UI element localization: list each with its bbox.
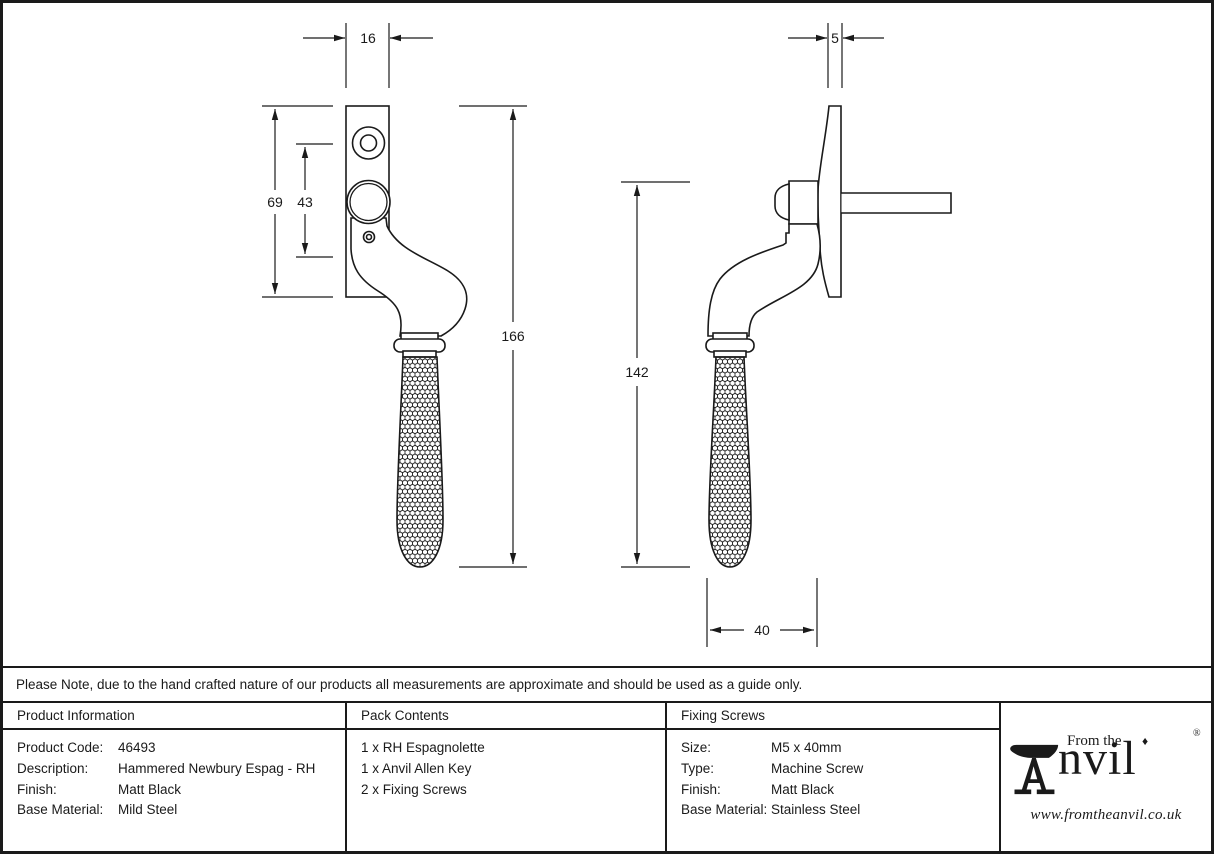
row-label: Base Material: xyxy=(17,802,104,818)
fixing-screws-body: Size: M5 x 40mm Type: Machine Screw Fini… xyxy=(667,730,999,851)
table-row: Finish: Matt Black xyxy=(681,780,993,801)
dimension-plate-height: 69 xyxy=(262,105,333,298)
technical-drawing: 16 69 43 166 xyxy=(3,3,1211,666)
dim-label-plate-thickness: 5 xyxy=(831,30,839,46)
logo-prefix: From the xyxy=(1067,733,1122,749)
list-item: 1 x Anvil Allen Key xyxy=(361,760,472,776)
front-screw-hole-inner xyxy=(365,233,373,241)
dim-label-side-height: 142 xyxy=(625,364,649,380)
registered-mark: ® xyxy=(1193,728,1201,739)
dimension-plate-thickness: 5 xyxy=(788,23,884,88)
row-value: M5 x 40mm xyxy=(771,740,842,755)
diamond-icon: ♦ xyxy=(1142,734,1149,748)
table-row: Product Code: 46493 xyxy=(17,738,339,759)
row-value: Hammered Newbury Espag - RH xyxy=(118,760,316,776)
front-view xyxy=(345,105,468,568)
side-collar-mid xyxy=(705,338,755,353)
fixing-screws-header: Fixing Screws xyxy=(667,703,999,730)
row-label: Finish: xyxy=(681,781,721,797)
front-top-hole-inner xyxy=(359,134,378,152)
pack-contents-body: 1 x RH Espagnolette 1 x Anvil Allen Key … xyxy=(347,730,665,851)
disclaimer-row: Please Note, due to the hand crafted nat… xyxy=(3,666,1211,703)
table-row: Size: M5 x 40mm xyxy=(681,738,993,759)
spindle-fill xyxy=(841,193,952,213)
info-table: Product Information Product Code: 46493 … xyxy=(3,703,1211,851)
table-row: Base Material: Stainless Steel xyxy=(681,800,993,821)
front-hammered-grip xyxy=(396,356,444,568)
from-the-anvil-logo: From the ♦ nvil ® www.fromtheanvil.co.uk xyxy=(1006,721,1206,833)
side-handle-arm xyxy=(707,223,821,337)
fixing-screws-column: Fixing Screws Size: M5 x 40mm Type: Mach… xyxy=(665,703,999,851)
row-label: Type: xyxy=(681,760,715,776)
dim-label-front-width: 16 xyxy=(360,30,376,46)
table-row: Type: Machine Screw xyxy=(681,759,993,780)
side-knob-cap xyxy=(774,183,790,221)
row-value: Stainless Steel xyxy=(771,802,861,818)
front-collar-neck xyxy=(402,350,437,358)
dim-label-total-height: 166 xyxy=(501,328,525,344)
dimension-depth: 40 xyxy=(706,578,818,647)
product-information-header: Product Information xyxy=(3,703,345,730)
spindle xyxy=(841,192,952,214)
side-hammered-grip xyxy=(708,356,752,568)
product-information-body: Product Code: 46493 Description: Hammere… xyxy=(3,730,345,851)
disclaimer-text: Please Note, due to the hand crafted nat… xyxy=(16,677,803,692)
dimension-total-height: 166 xyxy=(459,105,527,568)
row-label: Size: xyxy=(681,740,712,755)
front-knob xyxy=(346,179,391,225)
dim-label-depth: 40 xyxy=(754,622,770,638)
brand-logo-cell: From the ♦ nvil ® www.fromtheanvil.co.uk xyxy=(999,703,1211,851)
side-view xyxy=(705,105,952,568)
espagnolette-drawing-svg: 16 69 43 166 xyxy=(262,23,952,647)
row-value: 46493 xyxy=(118,740,156,755)
list-item: 2 x Fixing Screws xyxy=(361,781,467,797)
table-row: Finish: Matt Black xyxy=(17,780,339,801)
dimension-hole-spacing: 43 xyxy=(296,143,333,258)
dimension-side-height: 142 xyxy=(621,181,690,568)
dim-label-hole-spacing: 43 xyxy=(297,194,313,210)
logo-brand-text: nvil xyxy=(1058,732,1137,785)
row-label: Product Code: xyxy=(17,740,104,755)
dim-label-plate-height: 69 xyxy=(267,194,283,210)
pack-contents-column: Pack Contents 1 x RH Espagnolette 1 x An… xyxy=(345,703,665,851)
side-knob xyxy=(788,180,819,225)
side-backplate xyxy=(816,105,842,298)
front-knob-inner xyxy=(349,182,388,222)
row-value: Matt Black xyxy=(771,781,835,797)
table-row: Base Material: Mild Steel xyxy=(17,800,339,821)
row-label: Description: xyxy=(17,760,89,776)
logo-url: www.fromtheanvil.co.uk xyxy=(1030,807,1182,823)
row-value: Mild Steel xyxy=(118,802,178,818)
front-collar-mid xyxy=(393,338,446,353)
anvil-icon xyxy=(1010,744,1059,795)
row-value: Machine Screw xyxy=(771,760,864,776)
front-handle-arm xyxy=(350,217,468,337)
pack-contents-header: Pack Contents xyxy=(347,703,665,730)
row-label: Base Material: xyxy=(681,802,768,818)
dimension-front-width: 16 xyxy=(303,23,433,88)
side-collar-neck xyxy=(713,350,747,358)
list-item: 1 x RH Espagnolette xyxy=(361,740,485,755)
row-value: Matt Black xyxy=(118,781,182,797)
row-label: Finish: xyxy=(17,781,57,797)
table-row: Description: Hammered Newbury Espag - RH xyxy=(17,759,339,780)
product-information-column: Product Information Product Code: 46493 … xyxy=(3,703,345,851)
